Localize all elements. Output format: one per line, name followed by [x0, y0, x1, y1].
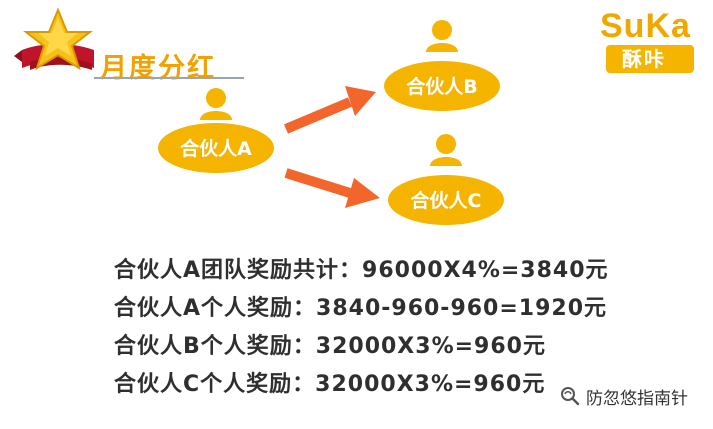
person-b-icon	[426, 20, 458, 52]
arrow-a-to-b	[284, 86, 376, 134]
wechat-search-icon	[561, 387, 580, 406]
reward-line-1: 合伙人A团队奖励共计：96000X4%=3840元	[114, 258, 609, 283]
star-badge-icon	[14, 7, 94, 71]
brand-latin: SuKa	[600, 7, 691, 45]
reward-line-2: 合伙人A个人奖励：3840-960-960=1920元	[114, 296, 608, 321]
brand-box: 酥咔	[606, 45, 694, 73]
reward-line-4: 合伙人C个人奖励：32000X3%=960元	[114, 372, 546, 397]
node-a: 合伙人A	[158, 123, 274, 173]
arrow-a-to-c	[284, 168, 380, 208]
watermark-text: 防忽悠指南针	[586, 389, 688, 409]
node-b-label: 合伙人B	[406, 75, 477, 98]
node-a-label: 合伙人A	[180, 137, 252, 160]
person-c-icon	[430, 134, 462, 166]
title-underline	[94, 77, 244, 79]
watermark: 防忽悠指南针	[560, 384, 710, 412]
brand-cn: 酥咔	[622, 47, 666, 71]
person-a-icon	[200, 88, 232, 120]
reward-line-3: 合伙人B个人奖励：32000X3%=960元	[114, 334, 546, 359]
brand-logo: SuKa 酥咔	[596, 7, 700, 73]
node-b: 合伙人B	[384, 61, 500, 111]
node-c: 合伙人C	[388, 175, 504, 225]
header-badge: 月度分红	[12, 6, 244, 86]
node-c-label: 合伙人C	[411, 189, 482, 212]
